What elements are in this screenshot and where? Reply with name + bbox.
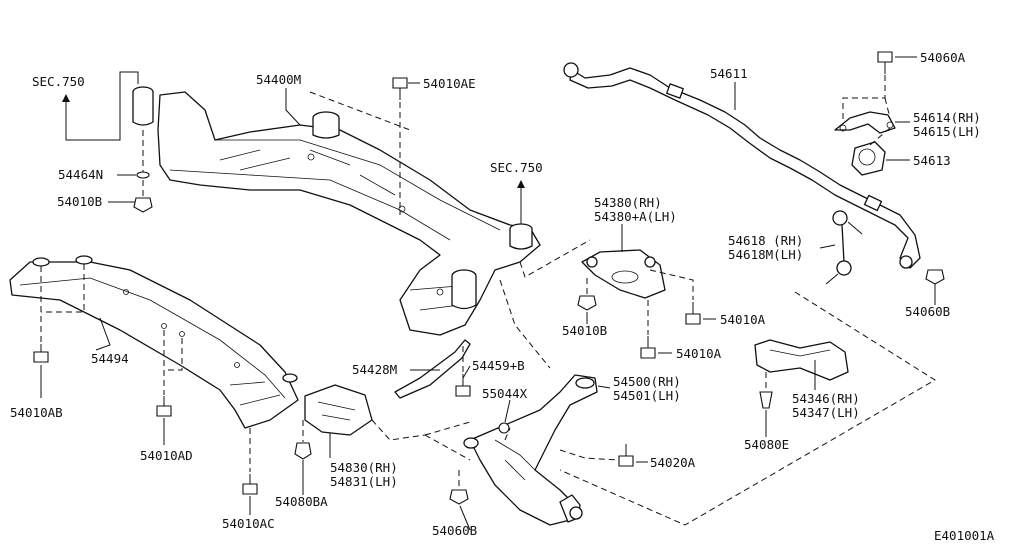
leader-lines	[40, 56, 936, 531]
bracket-54346	[754, 339, 849, 381]
label-54060B-a: 54060B	[432, 523, 477, 538]
label-54380A: 54380+A(LH)	[594, 209, 677, 224]
section-ref-left: SEC.750	[32, 74, 85, 89]
label-54010AC: 54010AC	[222, 516, 275, 531]
stabilizer-connecting-rod	[825, 210, 863, 285]
label-54618M: 54618M(LH)	[728, 247, 803, 262]
tension-rod	[394, 339, 471, 399]
label-54459B: 54459+B	[472, 358, 525, 373]
label-54060A: 54060A	[920, 50, 966, 65]
assembly-dash-lines	[40, 75, 936, 526]
diagram-id: E401001A	[934, 528, 995, 543]
label-54380: 54380(RH)	[594, 195, 662, 210]
label-54080BA: 54080BA	[275, 494, 328, 509]
upper-link-54380	[581, 249, 666, 299]
label-54010B-a: 54010B	[57, 194, 102, 209]
label-54010A-a: 54010A	[720, 312, 766, 327]
label-54080E: 54080E	[744, 437, 789, 452]
label-54010B-b: 54010B	[562, 323, 607, 338]
label-54010A-b: 54010A	[676, 346, 722, 361]
label-54611: 54611	[710, 66, 748, 81]
label-54614: 54614(RH)	[913, 110, 981, 125]
label-54010AD: 54010AD	[140, 448, 193, 463]
label-54400M: 54400M	[256, 72, 301, 87]
label-54060B-b: 54060B	[905, 304, 950, 319]
label-54010AB: 54010AB	[10, 405, 63, 420]
label-54347: 54347(LH)	[792, 405, 860, 420]
fasteners	[33, 51, 945, 505]
label-54346: 54346(RH)	[792, 391, 860, 406]
label-54618: 54618 (RH)	[728, 233, 803, 248]
label-54613: 54613	[913, 153, 951, 168]
label-54428M: 54428M	[352, 362, 397, 377]
lower-cross-member	[9, 255, 299, 429]
transverse-link	[463, 374, 598, 526]
label-54615: 54615(LH)	[913, 124, 981, 139]
stabilizer-bushing	[851, 141, 886, 176]
stabilizer-clamp	[834, 111, 896, 134]
bracket-54830	[304, 384, 373, 436]
label-54501: 54501(LH)	[613, 388, 681, 403]
label-54020A: 54020A	[650, 455, 696, 470]
label-54830: 54830(RH)	[330, 460, 398, 475]
label-54010AE: 54010AE	[423, 76, 476, 91]
section-arrows	[62, 71, 525, 224]
part-labels: SEC.750 SEC.750 54400M 54010AE 54464N 54…	[10, 50, 995, 543]
front-suspension-member	[132, 86, 541, 336]
label-54464N: 54464N	[58, 167, 103, 182]
label-54831: 54831(LH)	[330, 474, 398, 489]
label-55044X: 55044X	[482, 386, 528, 401]
stabilizer-bar	[563, 62, 921, 269]
label-54500: 54500(RH)	[613, 374, 681, 389]
section-ref-right: SEC.750	[490, 160, 543, 175]
label-54494: 54494	[91, 351, 129, 366]
